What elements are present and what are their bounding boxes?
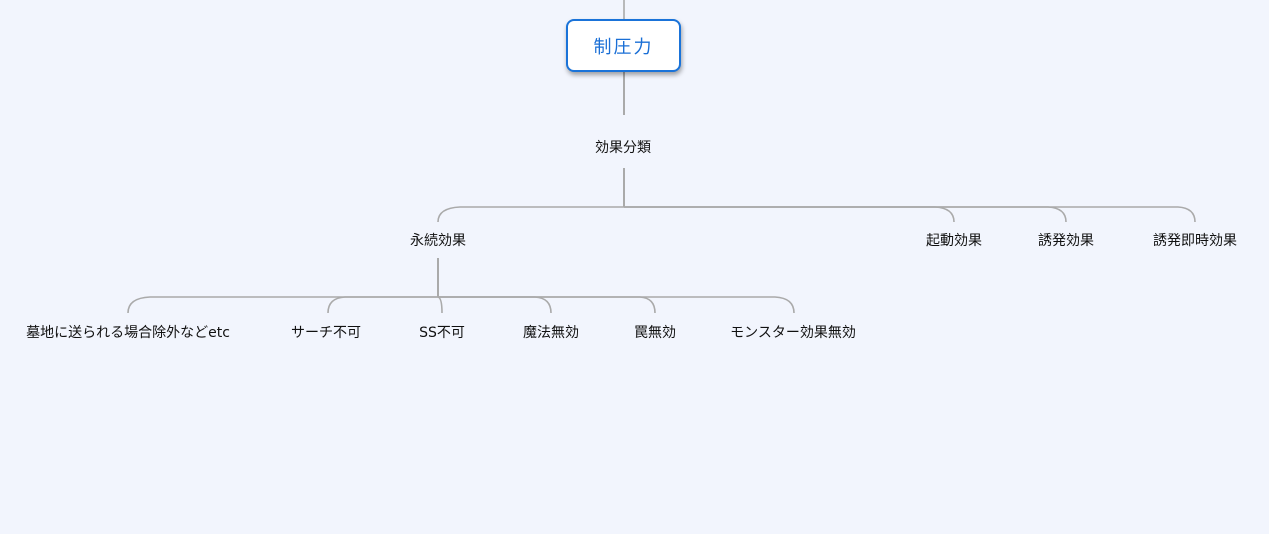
node-ignition-effect[interactable]: 起動効果 <box>926 233 982 249</box>
node-trap-negate[interactable]: 罠無効 <box>634 325 676 341</box>
node-banish-etc[interactable]: 墓地に送られる場合除外などetc <box>26 325 230 341</box>
node-continuous-effect[interactable]: 永続効果 <box>410 233 466 249</box>
root-node[interactable]: 制圧力 <box>566 19 681 72</box>
root-node-label: 制圧力 <box>593 36 654 58</box>
node-monster-effect-negate[interactable]: モンスター効果無効 <box>730 325 856 341</box>
node-spell-negate[interactable]: 魔法無効 <box>523 325 579 341</box>
node-no-special-summon[interactable]: SS不可 <box>419 325 465 341</box>
node-quick-trigger-effect[interactable]: 誘発即時効果 <box>1153 233 1237 249</box>
node-no-search[interactable]: サーチ不可 <box>291 325 361 341</box>
node-trigger-effect[interactable]: 誘発効果 <box>1038 233 1094 249</box>
node-effect-classification[interactable]: 効果分類 <box>595 140 651 156</box>
